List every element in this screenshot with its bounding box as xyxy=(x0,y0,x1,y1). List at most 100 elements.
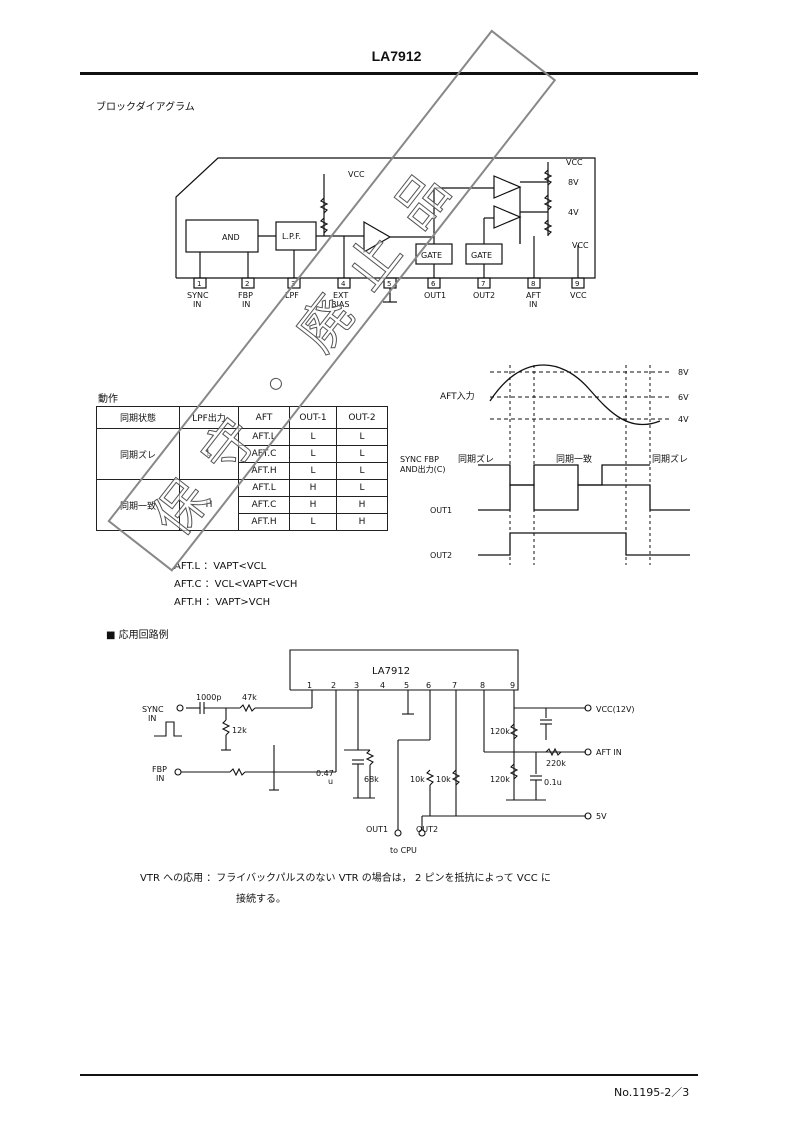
out1-cell: L xyxy=(289,513,337,531)
comparator xyxy=(363,220,392,254)
pin-num-1: 1 xyxy=(197,280,201,288)
waveform-diagram: 8V 6V 4V AFT入力 SYNC FBP AND出力(C) 同期ズレ 同期… xyxy=(400,364,690,565)
table-row: AFT.H L H xyxy=(97,513,388,531)
table-row: 同期一致 H AFT.L H L xyxy=(96,479,388,531)
vtr-note-line1: VTR への応用 ：フライバックパルスのない VTR の場合は， 2 ピンを抵抗… xyxy=(140,873,551,884)
app-r12k: 12k xyxy=(232,726,247,735)
app-c1000p: 1000p xyxy=(196,693,221,702)
wave-v6: 6V xyxy=(678,393,689,402)
app-out2: OUT2 xyxy=(416,825,438,834)
app-out1: OUT1 xyxy=(366,825,388,834)
pin3-label: LPF xyxy=(285,291,299,300)
operation-heading: 動作 xyxy=(98,394,118,405)
wave-out1: OUT1 xyxy=(430,506,452,515)
operation-table: 同期状態 LPF出力 AFT OUT-1 OUT-2 同期ズレ L AFT.L … xyxy=(96,406,388,531)
and-label: AND xyxy=(222,233,240,242)
app-r10k-a: 10k xyxy=(410,775,425,784)
wave-and-out: AND出力(C) xyxy=(400,464,445,474)
state-cell: 同期一致 xyxy=(96,479,180,531)
wave-in-sync: 同期一致 xyxy=(556,453,592,465)
ic-label: LA7912 xyxy=(372,666,410,677)
pin8-label: AFT xyxy=(526,291,541,300)
wave-sync-fbp: SYNC FBP xyxy=(400,455,439,464)
app-to-cpu: to CPU xyxy=(390,846,417,855)
table-row: 同期ズレ L AFT.L L L xyxy=(96,428,388,480)
pin-num-7: 7 xyxy=(481,280,485,288)
table-row: AFT.C L L xyxy=(97,445,388,463)
vcc-label-a: VCC xyxy=(348,170,365,179)
app-r68k: 68k xyxy=(364,775,379,784)
block-diagram: AND L.P.F. GATE GATE VCC VCC 8V 4V VCC 1… xyxy=(175,157,596,309)
app-r120k-b: 120k xyxy=(490,775,510,784)
out1-wave xyxy=(478,484,690,511)
app-pin-4: 4 xyxy=(380,681,385,690)
app-fbp-2: IN xyxy=(156,774,164,783)
vtr-note: VTR への応用 ：フライバックパルスのない VTR の場合は， 2 ピンを抵抗… xyxy=(140,868,660,910)
table-header-row: 同期状態 LPF出力 AFT OUT-1 OUT-2 xyxy=(96,406,388,429)
pin-num-5: 5 xyxy=(387,280,391,288)
pin-num-4: 4 xyxy=(341,280,346,288)
pin1-label2: IN xyxy=(193,300,201,309)
pin8-label2: IN xyxy=(529,300,537,309)
aft-sine xyxy=(489,364,661,426)
top-rule xyxy=(80,72,698,75)
application-heading: ■ 応用回路例 xyxy=(106,630,169,641)
v4-label: 4V xyxy=(568,208,579,217)
block-diagram-heading: ブロックダイアグラム xyxy=(96,102,195,113)
app-pin-9: 9 xyxy=(510,681,515,690)
application-circuit: LA7912 1 2 3 4 5 6 7 8 9 SYNC IN FBP IN … xyxy=(142,649,635,855)
pin-num-8: 8 xyxy=(531,280,535,288)
v8-label: 8V xyxy=(568,178,579,187)
vtr-note-line2: 接続する。 xyxy=(236,894,286,905)
page-number: No.1195-2／3 xyxy=(614,1086,690,1099)
app-pin-8: 8 xyxy=(480,681,485,690)
page-title: LA7912 xyxy=(371,48,422,64)
pin9-label: VCC xyxy=(570,291,587,300)
out2-wave xyxy=(478,532,690,556)
app-c047u: u xyxy=(328,777,333,786)
app-pin-6: 6 xyxy=(426,681,431,690)
vcc-label-c: VCC xyxy=(572,241,589,250)
app-5v: 5V xyxy=(596,812,607,821)
app-pin-3: 3 xyxy=(354,681,359,690)
wave-out2: OUT2 xyxy=(430,551,452,560)
app-c01u: 0.1u xyxy=(544,778,562,787)
pin4-label: EXT xyxy=(333,291,348,300)
pin2-label2: IN xyxy=(242,300,250,309)
app-r10k-b: 10k xyxy=(436,775,451,784)
app-aft-in: AFT IN xyxy=(596,748,622,757)
pin7-label: OUT2 xyxy=(473,291,495,300)
app-pin-2: 2 xyxy=(331,681,336,690)
app-r47k: 47k xyxy=(242,693,257,702)
vcc-label-b: VCC xyxy=(566,158,583,167)
bottom-rule xyxy=(80,1074,698,1076)
app-pin-1: 1 xyxy=(307,681,312,690)
app-c047: 0.47 xyxy=(316,769,334,778)
app-r220k: 220k xyxy=(546,759,566,768)
pin-num-6: 6 xyxy=(431,280,436,288)
app-vcc12: VCC(12V) xyxy=(596,705,635,714)
wave-out-of-sync-right: 同期ズレ xyxy=(652,453,688,465)
state-cell: 同期ズレ xyxy=(96,428,180,480)
app-sync-2: IN xyxy=(148,714,156,723)
wave-v4: 4V xyxy=(678,415,689,424)
gate2-label: GATE xyxy=(471,251,492,260)
note-aft-c: AFT.C ：VCL<VAPT<VCH xyxy=(174,579,298,590)
pin1-label: SYNC xyxy=(187,291,209,300)
wave-out-of-sync-left: 同期ズレ xyxy=(458,453,494,465)
pin-num-2: 2 xyxy=(245,280,249,288)
table-row: AFT.H L L xyxy=(97,462,388,480)
app-r120k-a: 120k xyxy=(490,727,510,736)
and-out-wave xyxy=(478,464,650,486)
wave-v8: 8V xyxy=(678,368,689,377)
gate1-label: GATE xyxy=(421,251,442,260)
pin4-label2: BIAS xyxy=(331,300,349,309)
app-pin-7: 7 xyxy=(452,681,457,690)
pin6-label: OUT1 xyxy=(424,291,446,300)
aft-cell: AFT.H xyxy=(238,513,290,531)
lpf-cell: H xyxy=(179,479,239,531)
pin2-label: FBP xyxy=(238,291,253,300)
wave-aft-in: AFT入力 xyxy=(440,390,475,402)
note-aft-l: AFT.L ：VAPT<VCL xyxy=(174,561,267,572)
pin-num-3: 3 xyxy=(291,280,295,288)
